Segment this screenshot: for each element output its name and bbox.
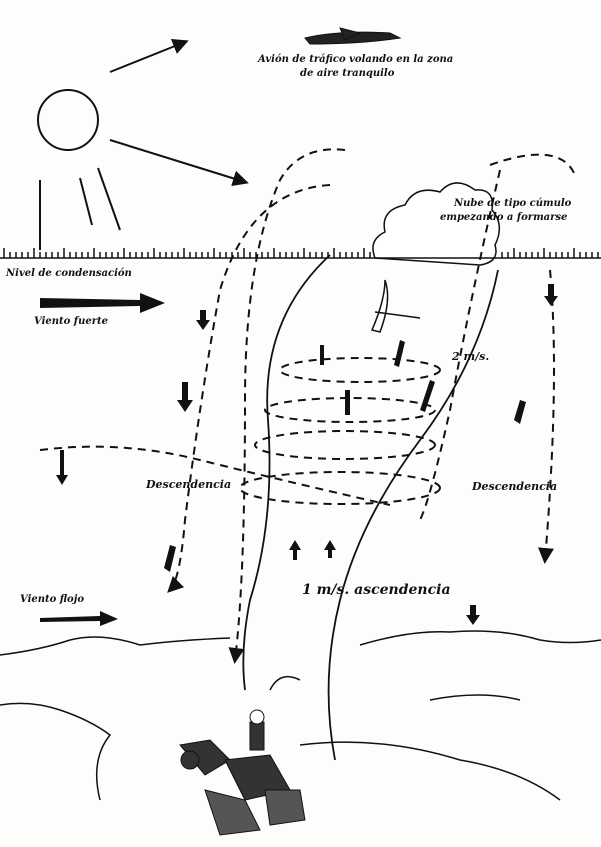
cloud-caption-line-2: empezando a formarse [440,212,568,223]
landscape [0,630,601,801]
condensation-level-line [0,248,601,259]
condensation-level-label: Nivel de condensación [6,268,132,279]
thermal-column [242,254,499,761]
village-icon [179,709,306,836]
sun-icon [37,39,249,250]
descent-label-right: Descendencia [472,480,558,493]
descent-label-left: Descendencia [146,478,232,491]
airplane-icon [304,27,402,45]
cloud-caption-line-1: Nube de tipo cúmulo [454,198,572,209]
plane-caption-line-1: Avión de tráfico volando en la zona [258,54,454,65]
rate-label-lower: 1 m/s. ascendencia [302,582,451,598]
plane-caption-line-2: de aire tranquilo [300,68,395,79]
weak-wind-label: Viento flojo [20,594,85,605]
rate-label-upper: 2 m/s. [452,350,490,363]
wind-arrows [40,293,165,626]
strong-wind-label: Viento fuerte [34,316,108,327]
flow-arrows [56,284,558,625]
cumulus-cloud [372,182,501,266]
glider-icon [370,279,421,333]
